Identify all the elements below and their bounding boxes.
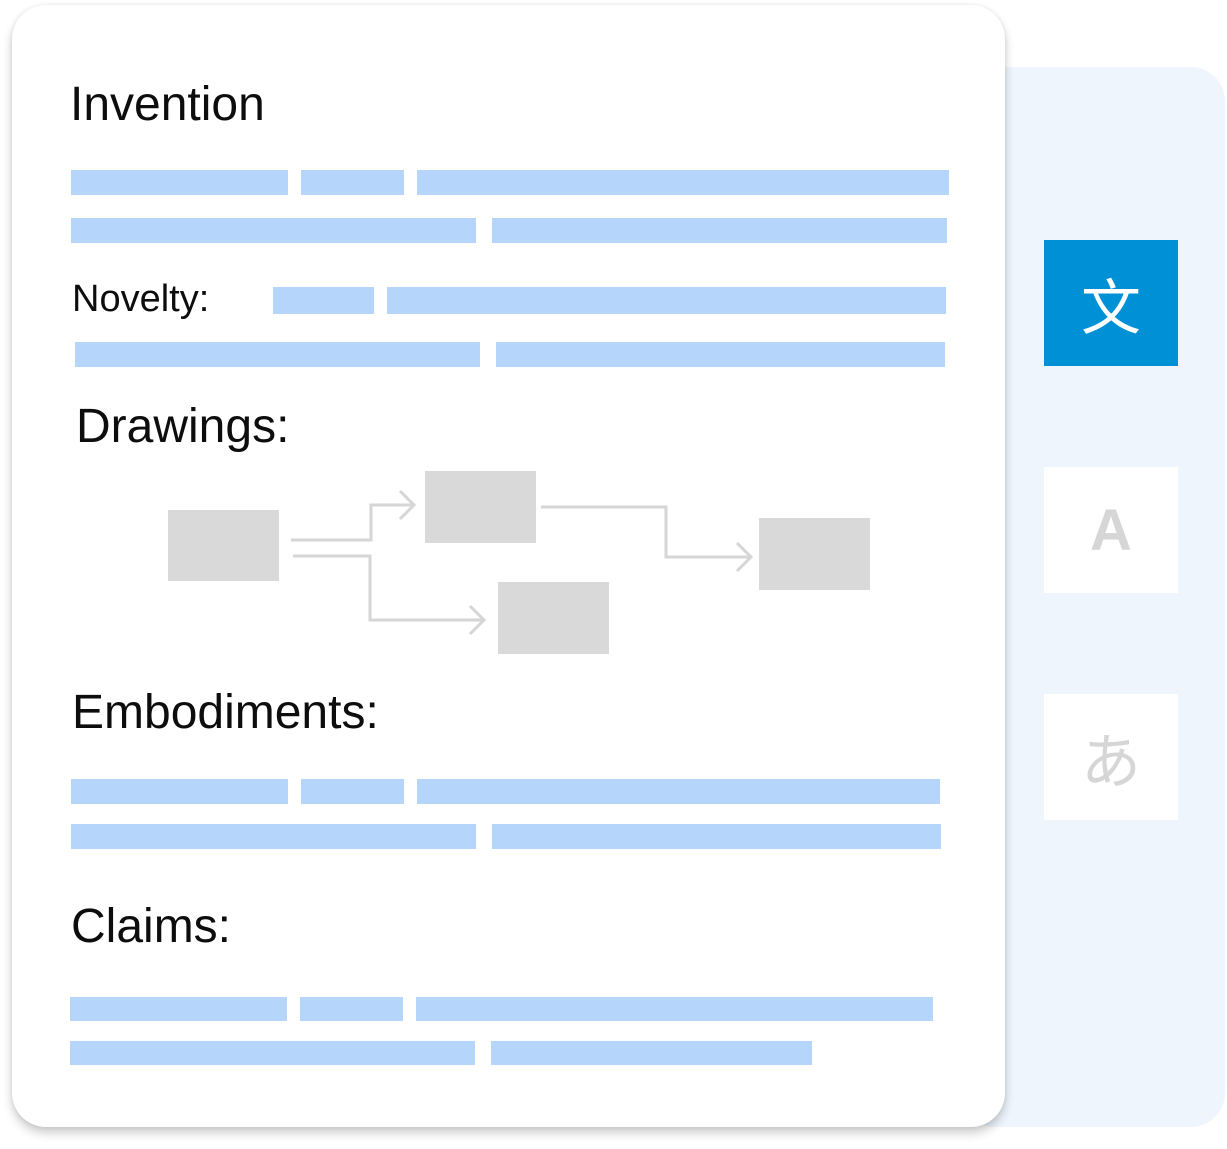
text-placeholder-line (300, 997, 403, 1021)
text-placeholder-line (71, 170, 288, 195)
text-placeholder-line (416, 997, 933, 1021)
language-button-japanese[interactable]: あ (1044, 694, 1178, 820)
text-placeholder-line (70, 1041, 475, 1065)
text-placeholder-line (496, 342, 945, 367)
text-placeholder-line (70, 997, 287, 1021)
text-placeholder-line (417, 779, 940, 804)
chinese-character-icon: 文 (1081, 274, 1141, 342)
section-title-claims: Claims: (71, 900, 232, 953)
text-placeholder-line (417, 170, 949, 195)
text-placeholder-line (387, 287, 946, 314)
text-placeholder-line (492, 218, 947, 243)
text-placeholder-line (75, 342, 480, 367)
text-placeholder-line (492, 824, 941, 849)
text-placeholder-line (301, 779, 404, 804)
text-placeholder-line (71, 218, 476, 243)
hiragana-character-icon: あ (1081, 728, 1141, 796)
text-placeholder-line (301, 170, 404, 195)
text-placeholder-line (71, 824, 476, 849)
language-button-latin[interactable]: A (1044, 467, 1178, 593)
language-button-chinese[interactable]: 文 (1044, 240, 1178, 366)
text-placeholder-line (273, 287, 374, 314)
section-title-invention: Invention (70, 78, 265, 131)
text-placeholder-line (491, 1041, 812, 1065)
section-title-embodiments: Embodiments: (72, 686, 379, 739)
section-title-novelty: Novelty: (72, 278, 210, 320)
section-title-drawings: Drawings: (76, 400, 290, 453)
latin-letter-icon: A (1090, 497, 1132, 563)
text-placeholder-line (71, 779, 288, 804)
